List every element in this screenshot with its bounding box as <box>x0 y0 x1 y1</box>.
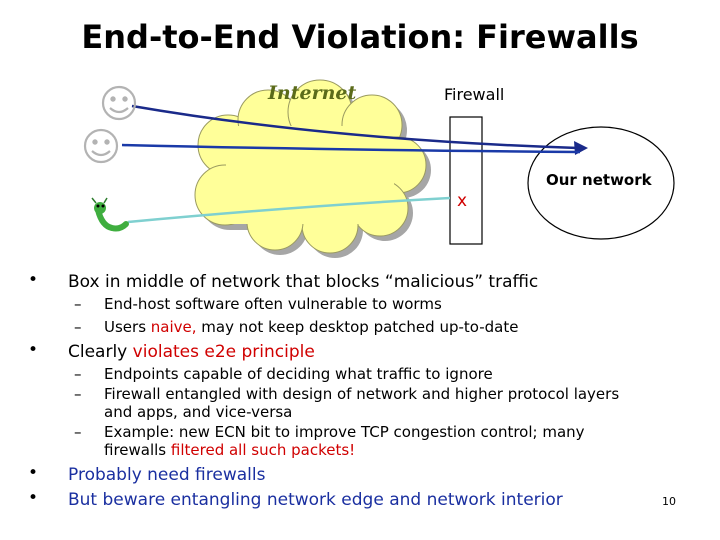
bullet-1: Box in middle of network that blocks “ma… <box>68 272 539 292</box>
worm-traffic-line <box>127 196 451 224</box>
smiley-icon <box>101 85 137 121</box>
our-network-label: Our network <box>546 171 652 189</box>
bullet-2: Clearly violates e2e principle <box>68 342 315 362</box>
bullet-dot: • <box>28 340 39 360</box>
firewall-label: Firewall <box>444 85 505 104</box>
page-number: 10 <box>662 495 676 508</box>
slide-title: End-to-End Violation: Firewalls <box>81 18 639 56</box>
sub-bullet-dash: – <box>74 295 82 313</box>
bullet-3: Probably need firewalls <box>68 465 266 485</box>
bullet-4: But beware entangling network edge and n… <box>68 490 563 510</box>
firewall-box <box>449 116 483 245</box>
sub-bullet-dash: – <box>74 365 82 383</box>
bullet-dot: • <box>28 270 39 290</box>
smiley-icon <box>83 128 119 164</box>
our-network-ellipse <box>527 126 675 240</box>
sub-bullet-dash: – <box>74 423 82 441</box>
traffic-arrow-bottom <box>121 143 581 154</box>
bullet-1-sub-1: End-host software often vulnerable to wo… <box>104 295 442 313</box>
bullet-2-sub-2-line2: and apps, and vice-versa <box>104 403 293 421</box>
bullet-2-sub-2-line1: Firewall entangled with design of networ… <box>104 385 620 403</box>
internet-label: Internet <box>268 82 357 104</box>
bullet-2-sub-3-line2: firewalls filtered all such packets! <box>104 441 356 459</box>
blocked-mark: x <box>457 191 468 211</box>
bullet-2-sub-1: Endpoints capable of deciding what traff… <box>104 365 493 383</box>
traffic-arrow-top <box>131 104 579 150</box>
worm-icon <box>91 197 129 232</box>
sub-bullet-dash: – <box>74 318 82 336</box>
bullet-2-sub-3-line1: Example: new ECN bit to improve TCP cong… <box>104 423 585 441</box>
bullet-dot: • <box>28 488 39 508</box>
bullet-dot: • <box>28 463 39 483</box>
sub-bullet-dash: – <box>74 385 82 403</box>
bullet-1-sub-2: Users naive, may not keep desktop patche… <box>104 318 519 336</box>
